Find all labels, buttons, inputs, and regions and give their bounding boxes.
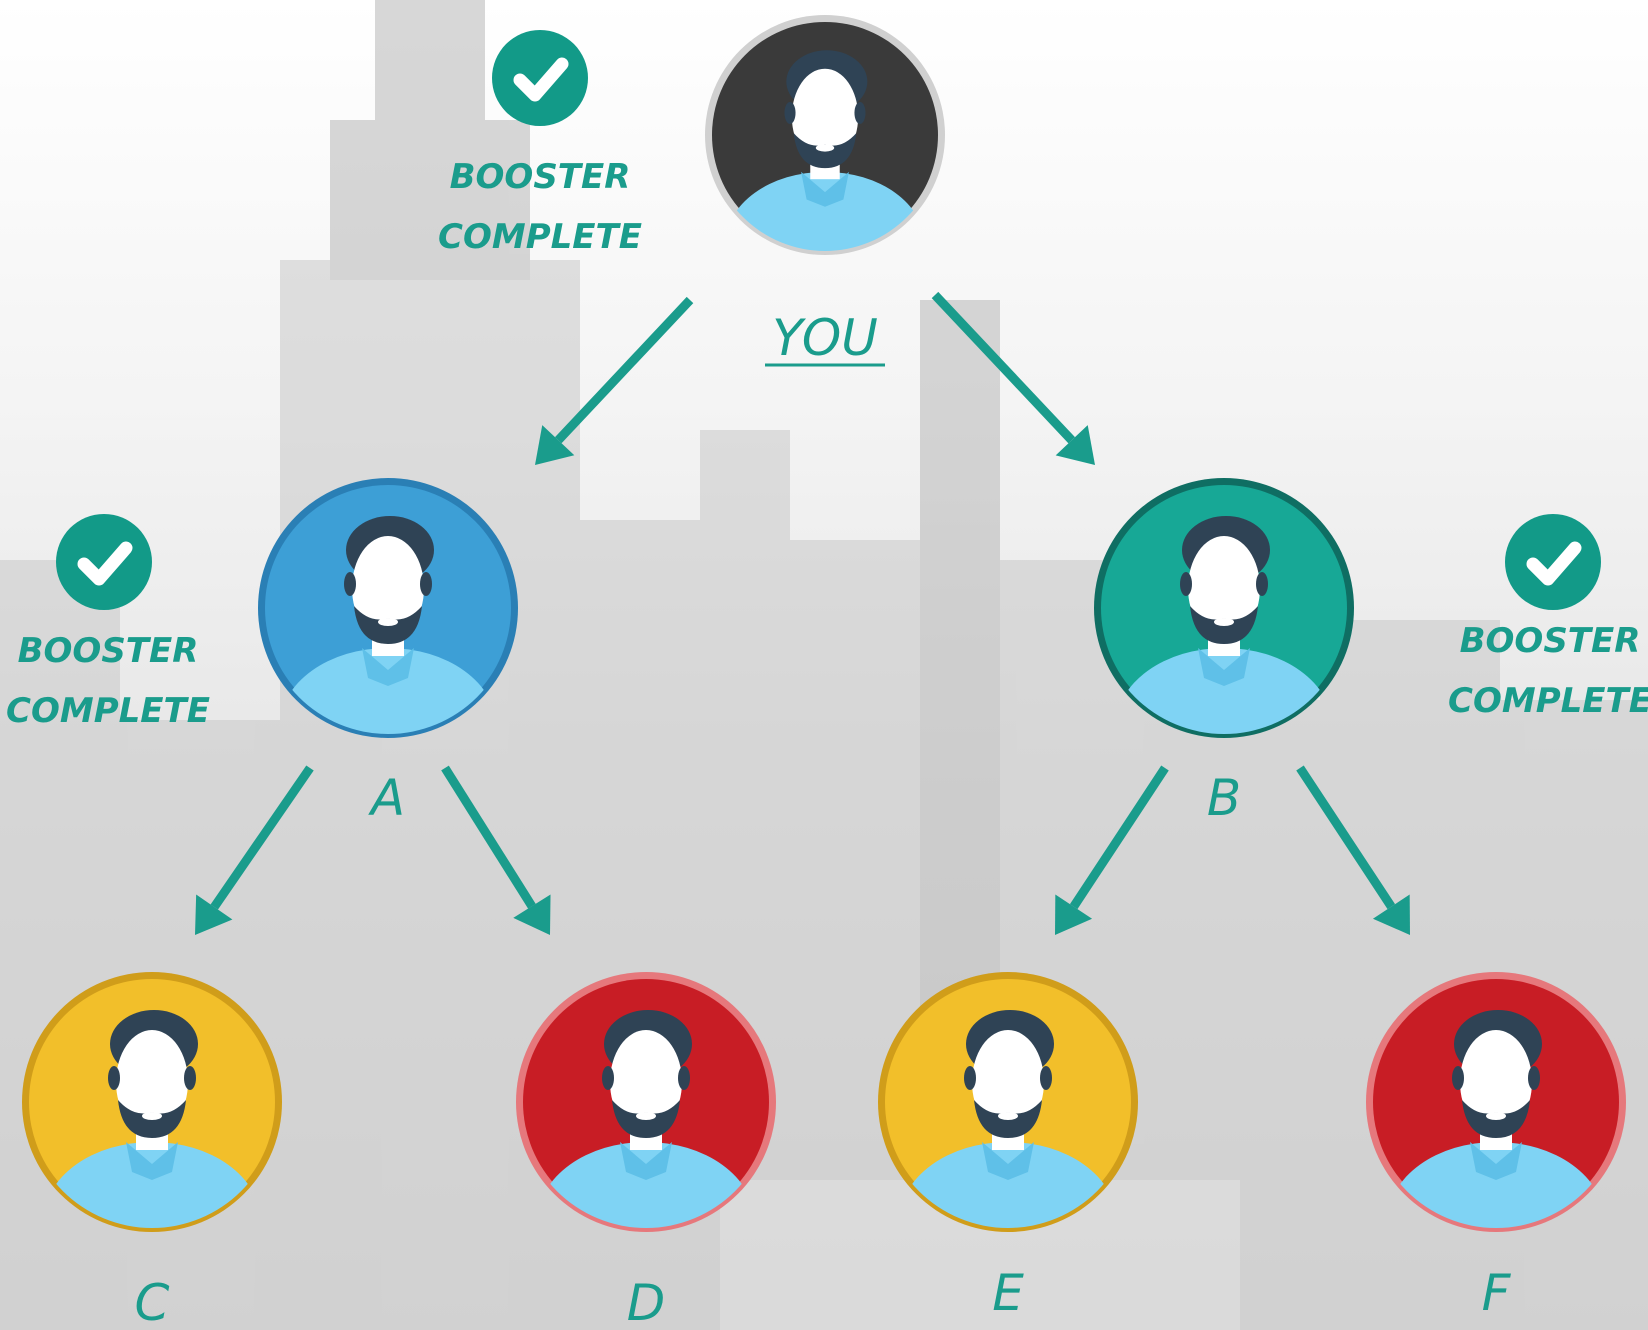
node-e: E xyxy=(878,972,1138,1322)
booster-line-2: COMPLETE xyxy=(1448,681,1648,721)
member-nodes: YOU A B C D E F xyxy=(22,15,1626,1330)
node-label-c: C xyxy=(135,1274,170,1330)
booster-line-2: COMPLETE xyxy=(438,217,642,257)
node-label-b: B xyxy=(1207,769,1241,827)
booster-line-1: BOOSTER xyxy=(1460,621,1641,661)
arrow-head xyxy=(1055,425,1095,465)
person-avatar-icon xyxy=(1116,516,1332,734)
person-avatar-icon xyxy=(725,50,925,251)
node-d: D xyxy=(516,972,776,1330)
arrow-head xyxy=(195,894,233,935)
node-label-a: A xyxy=(368,769,405,827)
arrow-you-b xyxy=(931,291,1095,465)
booster-badge-b: BOOSTER COMPLETE xyxy=(1448,514,1648,721)
booster-line-2: COMPLETE xyxy=(6,691,210,731)
arrow-you-a xyxy=(535,296,694,465)
arrow-head xyxy=(1372,894,1410,935)
arrow-head xyxy=(513,894,551,935)
arrow-head xyxy=(535,425,575,465)
node-b: B xyxy=(1094,478,1354,827)
arrow-shaft xyxy=(210,765,314,910)
node-label-d: D xyxy=(627,1274,666,1330)
arrow-a-d xyxy=(441,765,551,935)
arrow-shaft xyxy=(931,291,1075,444)
arrow-b-e xyxy=(1055,765,1169,935)
arrow-b-f xyxy=(1296,765,1410,935)
booster-line-1: BOOSTER xyxy=(18,631,199,671)
arrow-shaft xyxy=(1296,765,1396,910)
arrow-head xyxy=(1055,894,1093,935)
node-label-you: YOU xyxy=(772,309,878,367)
person-avatar-icon xyxy=(44,1010,260,1228)
person-avatar-icon xyxy=(280,516,496,734)
person-avatar-icon xyxy=(1388,1010,1604,1228)
arrow-a-c xyxy=(195,765,314,935)
person-avatar-icon xyxy=(538,1010,754,1228)
node-you: YOU xyxy=(705,15,945,367)
booster-badge-you: BOOSTER COMPLETE xyxy=(438,30,642,257)
checkmark-icon xyxy=(56,514,152,610)
booster-badges: BOOSTER COMPLETE BOOSTER COMPLETE BOOSTER COM… xyxy=(6,30,1648,731)
node-f: F xyxy=(1366,972,1626,1322)
arrow-shaft xyxy=(1069,765,1169,910)
arrow-shaft xyxy=(441,765,536,909)
checkmark-icon xyxy=(492,30,588,126)
node-label-e: E xyxy=(992,1264,1024,1322)
checkmark-icon xyxy=(1505,514,1601,610)
arrow-shaft xyxy=(554,296,694,444)
node-a: A xyxy=(258,478,518,827)
node-c: C xyxy=(22,972,282,1330)
connection-arrows xyxy=(195,291,1410,935)
node-label-f: F xyxy=(1482,1264,1512,1322)
booster-badge-a: BOOSTER COMPLETE xyxy=(6,514,210,731)
person-avatar-icon xyxy=(900,1010,1116,1228)
booster-line-1: BOOSTER xyxy=(450,157,631,197)
